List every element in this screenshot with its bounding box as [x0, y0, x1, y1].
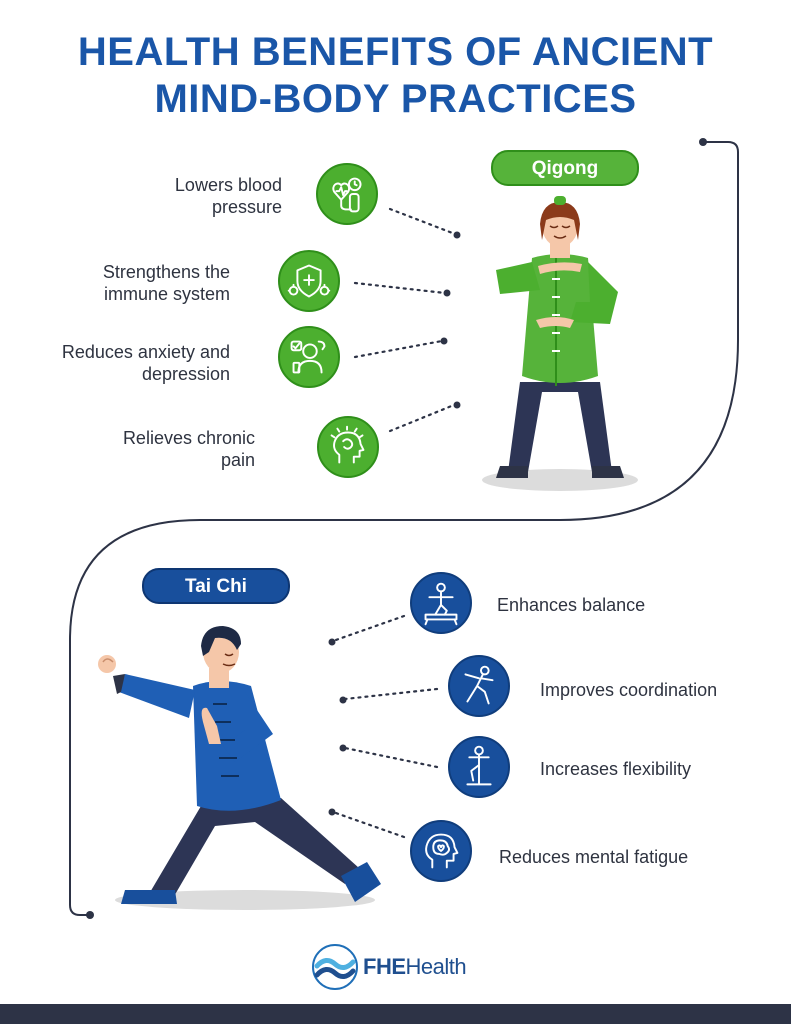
timeline-connector	[69, 141, 739, 916]
dancer-coordination-icon	[448, 655, 510, 717]
head-pain-relief-icon	[317, 416, 379, 478]
page-title-line-1: HEALTH BENEFITS OF ANCIENT	[77, 30, 714, 74]
leader-flexibility	[343, 746, 439, 769]
shield-immune-icon	[278, 250, 340, 312]
leader-anxiety	[353, 339, 444, 359]
connector-dot-top	[699, 138, 707, 146]
tai-chi-benefit-1-label: Enhances balance	[497, 595, 646, 615]
leader-blood-pressure	[388, 207, 457, 236]
leader-immune	[353, 281, 447, 295]
leader-mental-fatigue	[331, 810, 406, 839]
qigong-benefit-1-label: Lowers blood pressure	[174, 175, 282, 217]
qigong-pill: Qigong	[491, 150, 639, 186]
heart-blood-pressure-icon	[316, 163, 378, 225]
tai-chi-benefit-2-label: Improves coordination	[540, 680, 718, 700]
brand-logo-text: FHEHealth	[363, 954, 467, 980]
leader-chronic-pain	[388, 403, 456, 433]
leader-coordination	[343, 687, 439, 701]
tai-chi-figure	[98, 626, 381, 910]
flexibility-pose-icon	[448, 736, 510, 798]
fhe-wave-logo-icon	[312, 944, 358, 990]
qigong-figure	[482, 196, 638, 491]
qigong-benefit-2-label: Strengthens the immune system	[102, 262, 230, 304]
qigong-benefit-4-label: Relieves chronic pain	[122, 428, 255, 470]
page-title-line-2: MIND-BODY PRACTICES	[154, 77, 637, 121]
tai-chi-pill: Tai Chi	[142, 568, 290, 604]
brand-name-light: Health	[405, 954, 467, 979]
footer-bar	[0, 1004, 791, 1024]
brand-name-bold: FHE	[363, 954, 406, 979]
connector-dot-bottom	[86, 911, 94, 919]
tai-chi-benefit-4-label: Reduces mental fatigue	[499, 847, 689, 867]
tai-chi-benefit-3-label: Increases flexibility	[540, 759, 692, 779]
balance-beam-icon	[410, 572, 472, 634]
brain-head-icon	[410, 820, 472, 882]
leader-balance	[331, 614, 406, 643]
qigong-benefit-3-label: Reduces anxiety and depression	[61, 342, 230, 384]
person-mental-health-icon	[278, 326, 340, 388]
